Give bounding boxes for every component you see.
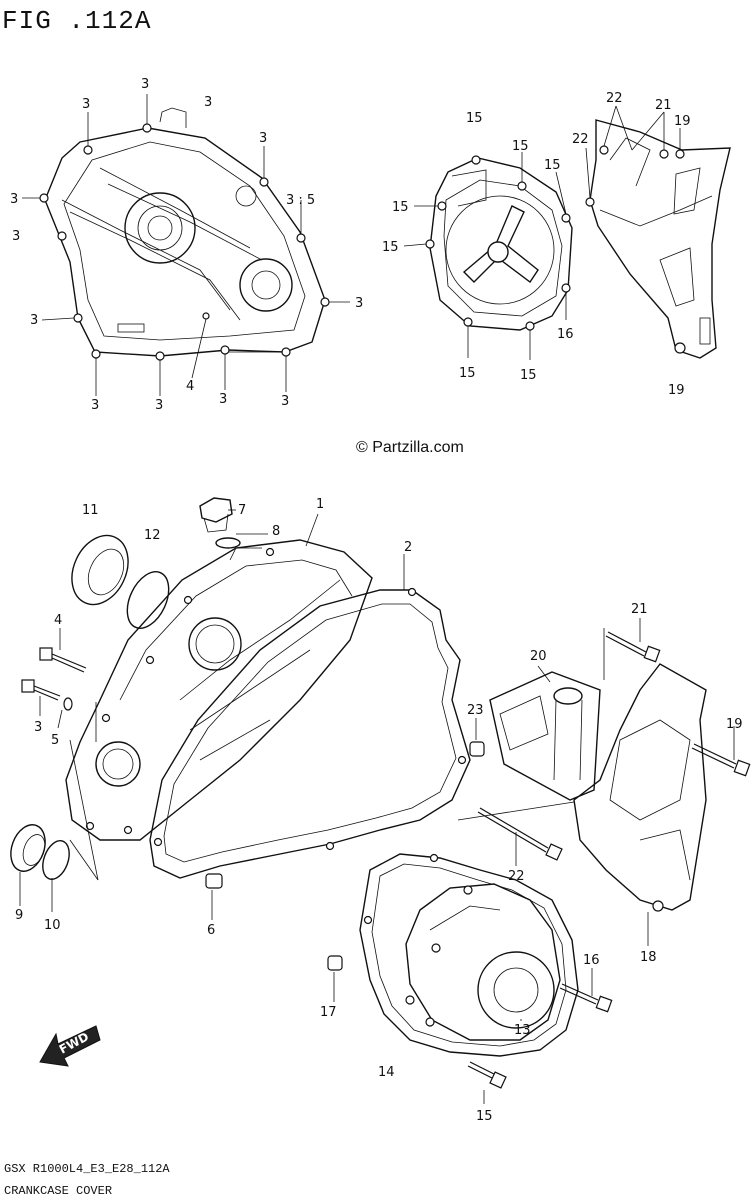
callout-19: 19 (726, 717, 743, 732)
clutch-cover-outline (39, 107, 330, 361)
collar-23 (469, 741, 485, 757)
bolt-3 (21, 679, 61, 701)
generator-leaders (333, 968, 593, 1104)
dowel-pin-17 (327, 955, 343, 971)
callout-19: 19 (674, 114, 691, 129)
callout-14: 14 (378, 1065, 395, 1080)
footer-name: CRANKCASE COVER (4, 1184, 112, 1198)
callout-17: 17 (320, 1005, 337, 1020)
sprocket-cover-part-18 (573, 663, 707, 912)
callout-3: 3 (30, 313, 38, 328)
callout-7: 7 (238, 503, 246, 518)
callout-16: 16 (557, 327, 574, 342)
bolt-4 (39, 647, 87, 673)
callout-4: 4 (186, 379, 194, 394)
o-ring-10 (42, 840, 70, 880)
callout-15: 15 (392, 200, 409, 215)
callout-3: 3 (12, 229, 20, 244)
callout-16: 16 (583, 953, 600, 968)
callout-21: 21 (631, 602, 648, 617)
water-pipe-bracket-20 (489, 671, 601, 801)
callout-3: 3 (259, 131, 267, 146)
oil-seal-9 (10, 824, 46, 872)
callout-13: 13 (514, 1023, 531, 1038)
callout-22: 22 (572, 132, 589, 147)
callout-15: 15 (476, 1109, 493, 1124)
gasket-part-2 (149, 587, 471, 879)
crankcase-cover-part-1 (65, 539, 373, 841)
callout-20: 20 (530, 649, 547, 664)
bolt-22 (477, 807, 563, 861)
generator-cover-leaders (403, 152, 567, 360)
callout-6: 6 (207, 923, 215, 938)
oil-filler-cap-7 (199, 497, 233, 533)
watermark: © Partzilla.com (356, 439, 464, 456)
right-leaders (457, 618, 735, 946)
callout-15: 15 (459, 366, 476, 381)
callout-19: 19 (668, 383, 685, 398)
callout-10: 10 (44, 918, 61, 933)
callout-3: 3 (91, 398, 99, 413)
callout-22: 22 (606, 91, 623, 106)
callout-3: 3 (281, 394, 289, 409)
oil-seal-11 (71, 534, 129, 606)
callout-2: 2 (404, 540, 412, 555)
dowel-pin-6 (205, 873, 223, 889)
washer-5 (63, 697, 73, 711)
bolt-21 (605, 631, 661, 663)
generator-cover-13 (405, 883, 561, 1041)
callout-3: 3 (355, 296, 363, 311)
clutch-cover-leaders (22, 94, 350, 396)
bolt-16 (559, 983, 613, 1013)
callout-15: 15 (520, 368, 537, 383)
callout-3: 3 (219, 392, 227, 407)
callout-8: 8 (272, 524, 280, 539)
callout-11: 11 (82, 503, 99, 518)
sprocket-cover-leaders (585, 105, 681, 199)
callout-3: 3 (141, 77, 149, 92)
callout-1: 1 (316, 497, 324, 512)
callout-15: 15 (544, 158, 561, 173)
callout-22: 22 (508, 869, 525, 884)
callout-15: 15 (382, 240, 399, 255)
callout-3-5: 3 : 5 (286, 193, 315, 208)
callout-21: 21 (655, 98, 672, 113)
generator-cover-outline (425, 155, 573, 331)
o-ring-8 (215, 537, 241, 549)
callout-15: 15 (512, 139, 529, 154)
callout-18: 18 (640, 950, 657, 965)
callout-12: 12 (144, 528, 161, 543)
forward-arrow-icon: FWD (39, 1025, 101, 1067)
callout-15: 15 (466, 111, 483, 126)
footer-code: GSX R1000L4_E3_E28_112A (4, 1162, 170, 1176)
generator-gasket-14 (359, 853, 579, 1057)
callout-5: 5 (51, 733, 59, 748)
o-ring-12 (126, 571, 170, 629)
crankcase-leaders (19, 509, 405, 920)
callout-23: 23 (467, 703, 484, 718)
callout-3: 3 (82, 97, 90, 112)
bolt-19 (691, 743, 751, 777)
callout-3: 3 (204, 95, 212, 110)
callout-9: 9 (15, 908, 23, 923)
sprocket-cover-outline (585, 119, 731, 359)
callout-3: 3 (10, 192, 18, 207)
callout-3: 3 (34, 720, 42, 735)
bolt-15 (467, 1061, 507, 1089)
figure-title: FIG .112A (2, 6, 151, 36)
callout-3: 3 (155, 398, 163, 413)
callout-4: 4 (54, 613, 62, 628)
